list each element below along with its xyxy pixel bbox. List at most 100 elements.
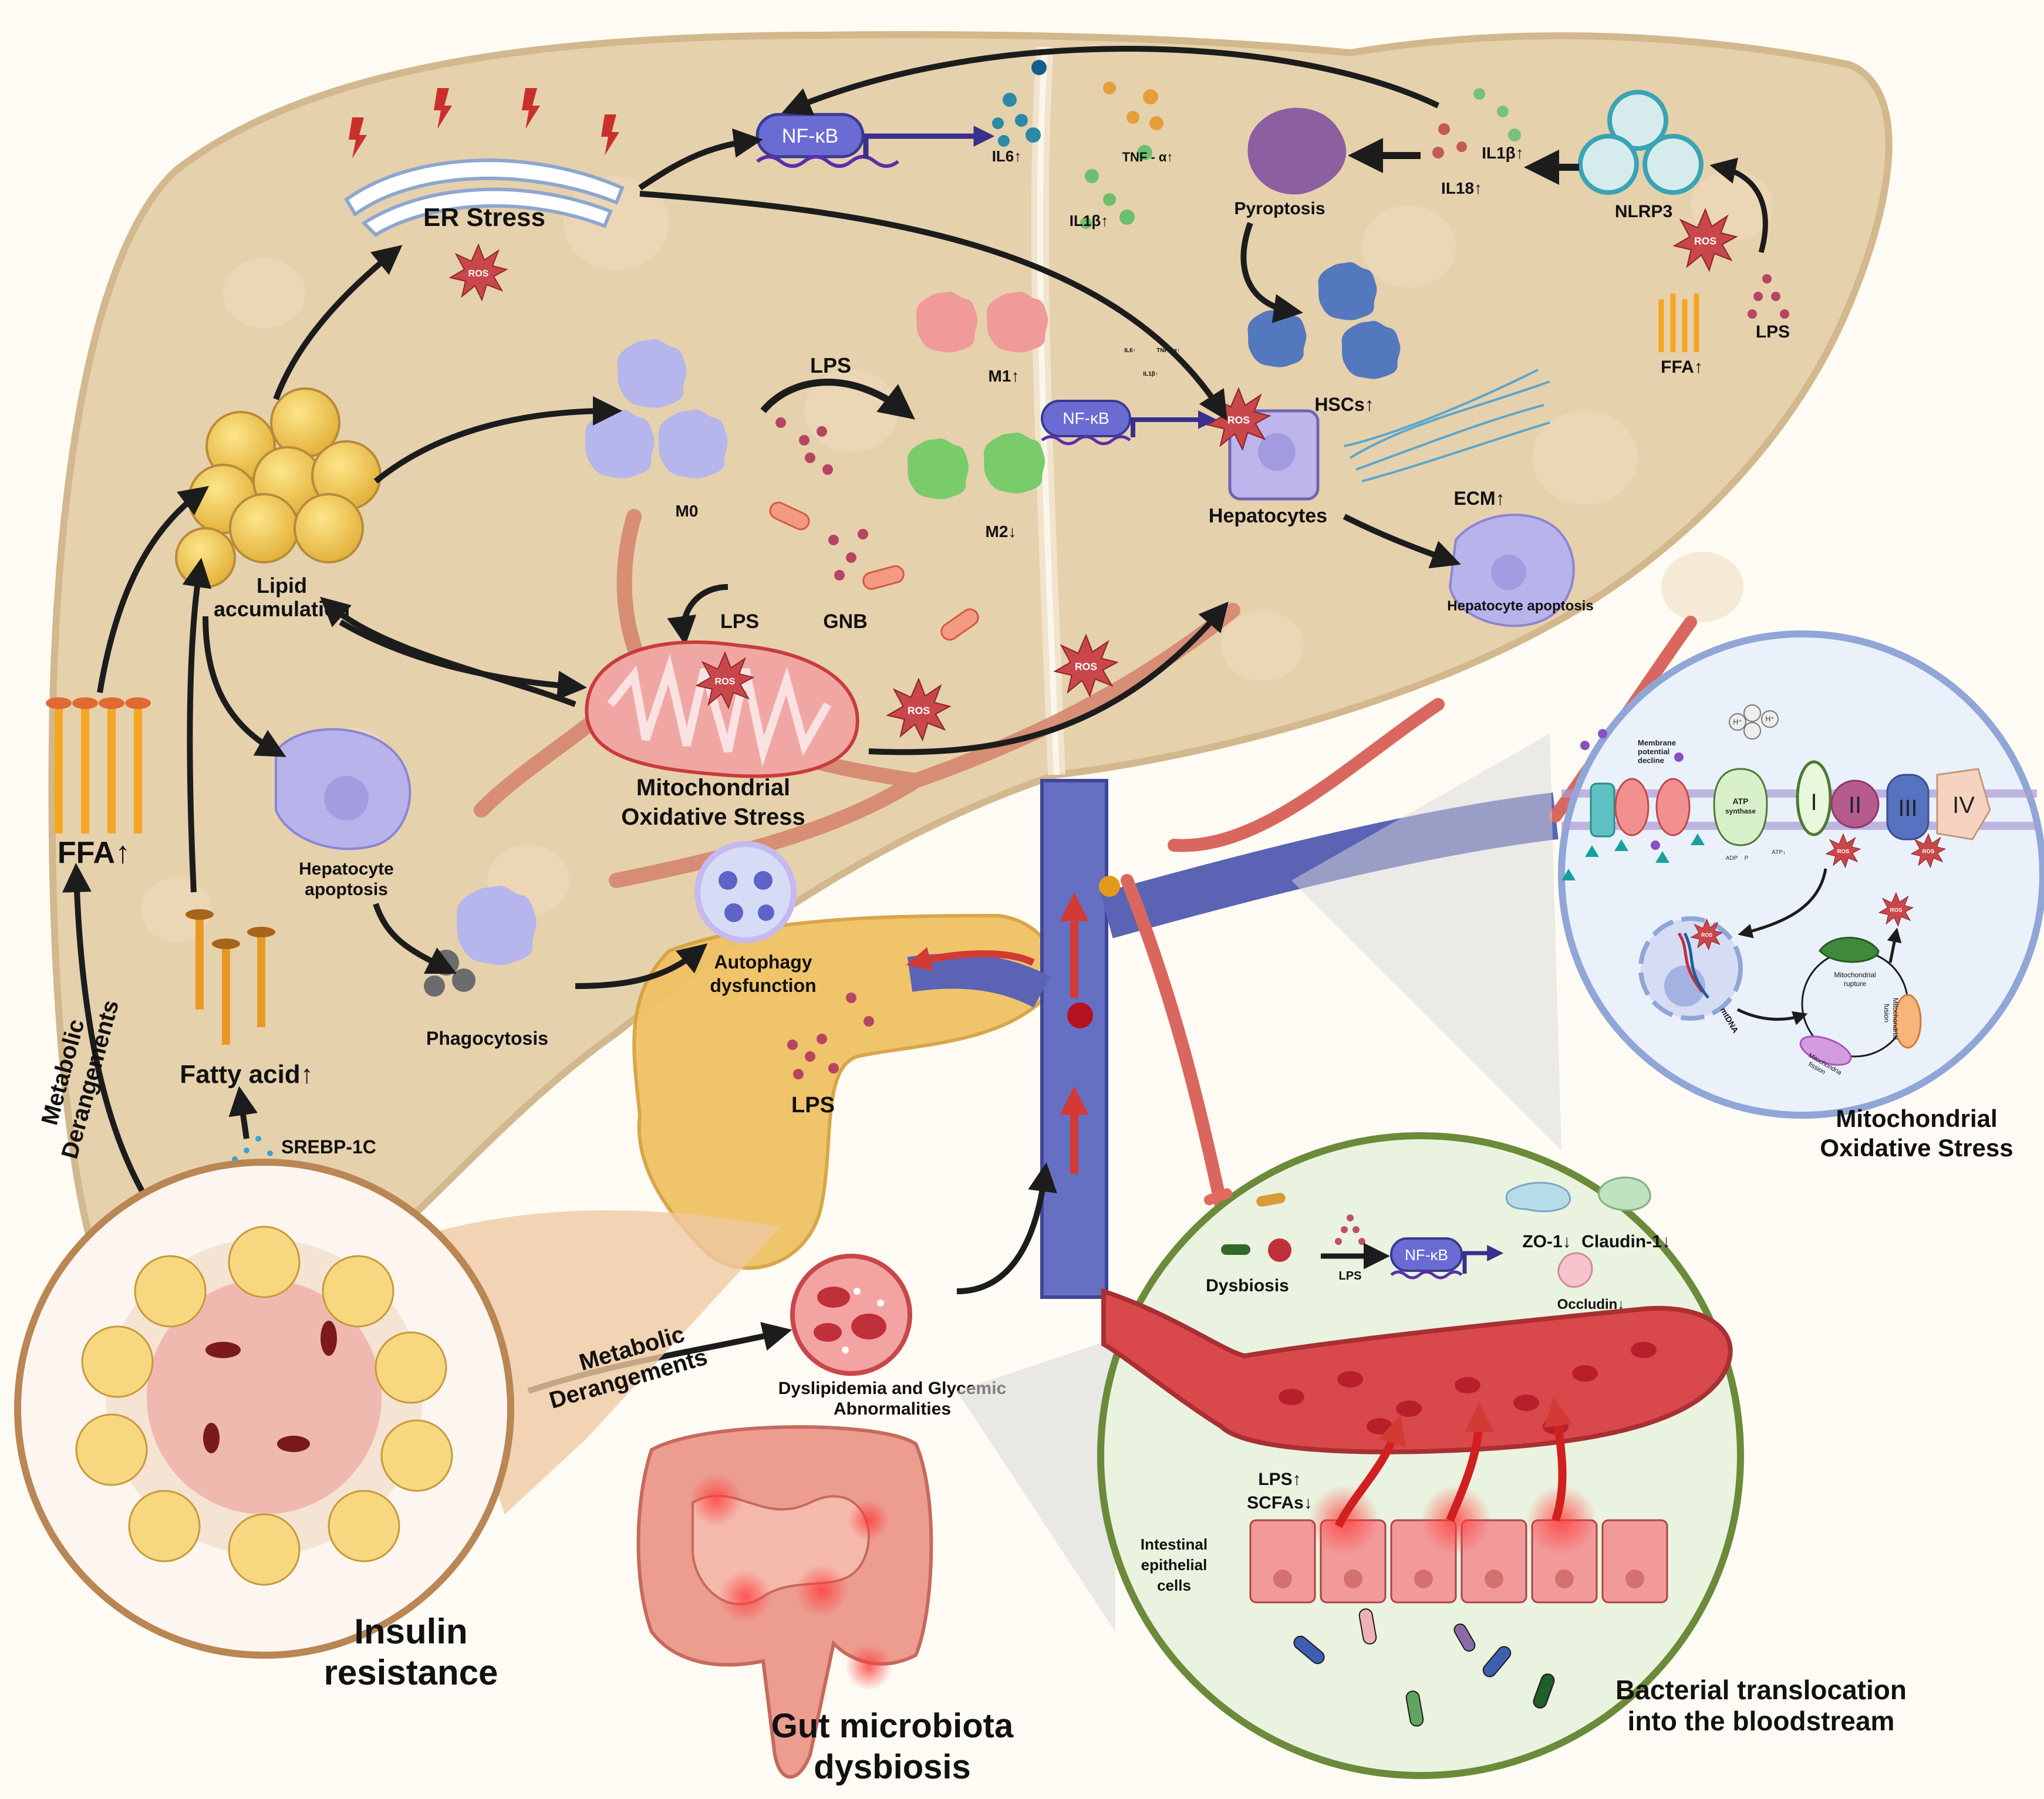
lps-up-label: LPS↑ xyxy=(1258,1470,1301,1489)
phagocytosis-label: Phagocytosis xyxy=(426,1028,548,1049)
mito-stress-label-2: Oxidative Stress xyxy=(621,804,805,830)
blood-vessel-cross-section xyxy=(790,1254,912,1376)
pyroptosis-group: Pyroptosis IL1β↑ IL18↑ NLRP3 FFA↑ LPS xyxy=(1234,88,1790,377)
lps-right-label: LPS xyxy=(1756,322,1790,342)
bacterial-title-2: into the bloodstream xyxy=(1628,1706,1895,1736)
complex-iii-label: III xyxy=(1898,795,1917,821)
hepatocyte-apoptosis-right: Hepatocyte apoptosis xyxy=(1343,514,1594,627)
hsc-group: HSCs↑ xyxy=(1247,262,1401,415)
fusion-label-1: Mitochondrial xyxy=(1891,998,1900,1039)
bacteria-icon xyxy=(862,565,905,590)
complex-iv-label: IV xyxy=(1952,792,1975,818)
er-stress-group: ER Stress xyxy=(344,88,625,301)
intestine-icon xyxy=(636,1425,933,1779)
m2-label: M2↓ xyxy=(986,522,1017,541)
adipocyte-ring xyxy=(75,1226,453,1586)
mito-oxidative-panel: ATP synthase I II III IV Membrane potent… xyxy=(1291,630,2044,1150)
cytokines-top: IL6↑ TNF - α↑ IL1β↑ xyxy=(992,60,1173,229)
pyroptosis-label: Pyroptosis xyxy=(1234,199,1325,218)
epithelial-label-2: epithelial xyxy=(1141,1556,1207,1574)
nfkb-label: NF-κB xyxy=(782,125,838,147)
fatty-acid-label: Fatty acid↑ xyxy=(180,1060,313,1089)
dysbiosis-label: Dysbiosis xyxy=(1206,1276,1289,1295)
ecm-fibers-icon xyxy=(1344,369,1550,482)
fatty-acid-icon xyxy=(1658,293,1699,352)
gut-lps-label: LPS xyxy=(1339,1270,1362,1282)
dysbiosis-bacteria-icon xyxy=(1203,1188,1291,1262)
hepatocyte-apoptosis-left: Hepatocyte apoptosis xyxy=(275,728,412,899)
small-il1b-label: IL1β↑ xyxy=(1143,371,1158,377)
gnb-label: GNB xyxy=(823,610,868,633)
hscs-label: HSCs↑ xyxy=(1314,394,1374,415)
mito-panel-title-1: Mitochondrial xyxy=(1836,1105,1997,1132)
hep-apop-left-1: Hepatocyte xyxy=(299,859,394,879)
occludin-label: Occludin↓ xyxy=(1557,1297,1625,1312)
autophagy-label-1: Autophagy xyxy=(714,951,812,973)
il1b-label: IL1β↑ xyxy=(1070,212,1108,229)
gut-nfkb-label: NF-κB xyxy=(1405,1246,1448,1264)
macrophage-group: M0 M1↑ M2↓ LPS xyxy=(585,291,1048,541)
fatty-acid-icon xyxy=(185,909,275,1045)
insulin-resistance-panel: Insulin resistance xyxy=(14,1159,781,1692)
rupture-label-1: Mitochondrial xyxy=(1834,971,1876,979)
complex-i-label: I xyxy=(1810,789,1817,815)
mito-panel-title-2: Oxidative Stress xyxy=(1820,1134,2013,1162)
claudin-label: Claudin-1↓ xyxy=(1581,1232,1671,1251)
nfkb-top: NF-κB xyxy=(755,113,995,168)
nfkb-hepatocyte-label: NF-κB xyxy=(1063,409,1109,427)
pyroptotic-cell-icon xyxy=(1247,107,1347,195)
ecm-label: ECM↑ xyxy=(1453,488,1505,509)
pancreas xyxy=(632,913,1056,1270)
m0-label: M0 xyxy=(676,502,699,520)
bacteria-icon xyxy=(769,501,810,531)
bacteria-icon xyxy=(940,608,979,641)
endoplasmic-reticulum-icon xyxy=(344,158,625,237)
il18-label: IL18↑ xyxy=(1441,179,1482,197)
nlrp3-label: NLRP3 xyxy=(1615,202,1672,221)
membrane-potential-1: Membrane xyxy=(1638,738,1676,747)
gut-title-1: Gut microbiota xyxy=(771,1707,1014,1745)
dyslipidemia-label-2: Abnormalities xyxy=(834,1399,951,1419)
scfa-label: SCFAs↓ xyxy=(1247,1493,1313,1513)
zo1-label: ZO-1↓ xyxy=(1522,1232,1571,1251)
h-plus-label: H⁺ xyxy=(1733,718,1742,726)
hepatocyte-apoptosis-right-label: Hepatocyte apoptosis xyxy=(1447,598,1593,614)
dna-helix-icon xyxy=(756,155,899,168)
atp-synthase-label-1: ATP xyxy=(1733,796,1749,806)
bacterial-title-1: Bacterial translocation xyxy=(1615,1675,1907,1705)
srebp-label: SREBP-1C xyxy=(281,1136,376,1157)
membrane-potential-2: potential xyxy=(1638,747,1669,756)
gnb-group: LPS GNB xyxy=(667,501,979,646)
atp-synthase-label-2: synthase xyxy=(1725,807,1756,815)
phosphate-label: P xyxy=(1745,855,1749,862)
lps-mito-label: LPS xyxy=(720,610,759,633)
epithelial-label-1: Intestinal xyxy=(1141,1535,1207,1553)
mito-stress-label-1: Mitochondrial xyxy=(636,775,790,801)
ffa-left-label: FFA↑ xyxy=(58,836,130,870)
inflammasome-icon xyxy=(1578,90,1704,195)
ffa-left-icon xyxy=(46,697,151,833)
m1-label: M1↑ xyxy=(989,367,1020,385)
fusion-label-2: fusion xyxy=(1883,1004,1891,1022)
er-stress-label: ER Stress xyxy=(423,203,545,232)
autophagy-group: Autophagy dysfunction xyxy=(694,841,817,996)
hepatocytes-label: Hepatocytes xyxy=(1209,505,1327,527)
il6-label: IL6↑ xyxy=(992,147,1022,165)
lps-pancreas-particles xyxy=(787,993,874,1079)
lightning-icon xyxy=(349,88,619,158)
lipid-label-1: Lipid xyxy=(257,573,307,598)
gut-title-2: dysbiosis xyxy=(814,1748,971,1786)
atp-label: ATP↓ xyxy=(1772,849,1786,856)
epithelial-label-3: cells xyxy=(1157,1577,1191,1594)
adp-label: ADP xyxy=(1726,855,1738,862)
small-il6-label: IL6↑ xyxy=(1124,347,1135,354)
autophagy-label-2: dysfunction xyxy=(710,975,816,996)
membrane-potential-3: decline xyxy=(1638,756,1664,765)
ffa-right-label: FFA↑ xyxy=(1661,357,1703,377)
insulin-title-2: resistance xyxy=(324,1653,498,1692)
lps-pancreas-label: LPS xyxy=(791,1093,835,1118)
complex-ii-label: II xyxy=(1849,792,1861,818)
h-plus-label: H⁺ xyxy=(1766,715,1775,723)
